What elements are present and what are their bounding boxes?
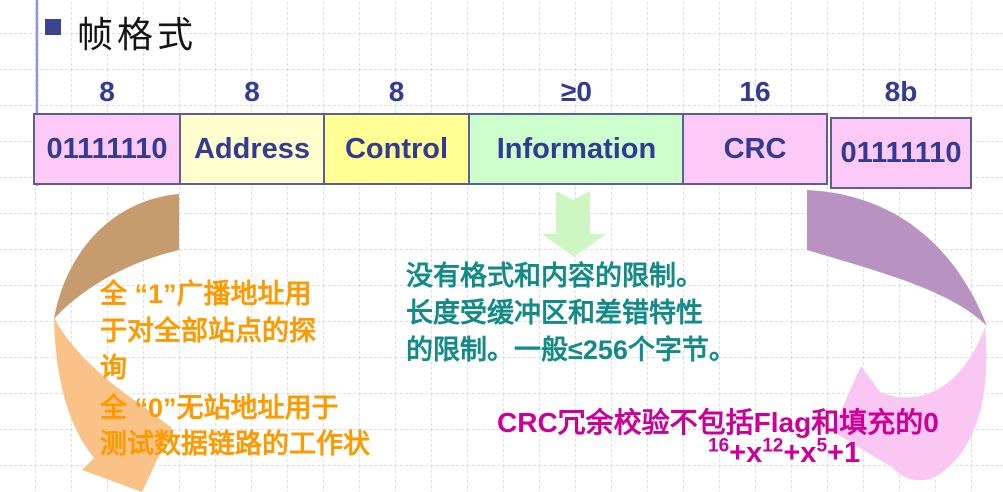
note-line: 全 “1”广播地址用 <box>100 279 312 309</box>
bit-width-label-control: 8 <box>388 76 405 107</box>
note-line: 于对全部站点的探 <box>100 316 316 346</box>
crc-coverage-note: CRC冗余校验不包括Flag和填充的0 <box>497 407 939 438</box>
curved-arrow-left-lower-icon <box>54 317 172 492</box>
poly-term: +x <box>729 437 763 469</box>
poly-exp: 5 <box>816 435 828 457</box>
poly-term: +x <box>783 437 817 469</box>
bit-width-label-flag-start: 8 <box>99 76 115 107</box>
frame-field-address: Address <box>179 113 325 185</box>
note-line: 全 “0”无站地址用于 <box>100 393 339 423</box>
crc-polynomial: 16+x12+x5+1 <box>708 435 861 470</box>
note-line: 的限制。一般≤256个字节。 <box>406 335 736 365</box>
bit-width-label-crc: 16 <box>739 76 771 107</box>
square-bullet-icon <box>45 19 61 35</box>
frame-field-information: Information <box>468 113 685 185</box>
poly-term: +1 <box>827 437 861 469</box>
curved-arrow-right-lower-icon <box>832 327 987 481</box>
down-arrow-icon <box>542 191 606 257</box>
no-station-address-note: 全 “0”无站地址用于 测试数据链路的工作状 <box>100 390 370 462</box>
curved-arrow-left-upper-icon <box>54 194 179 319</box>
note-line: 测试数据链路的工作状 <box>100 429 370 459</box>
bit-width-label-flag-end: 8b <box>884 76 918 107</box>
curved-arrow-right-upper-icon <box>807 190 987 326</box>
broadcast-address-note: 全 “1”广播地址用 于对全部站点的探 询 <box>100 276 316 387</box>
note-line: 询 <box>100 353 127 383</box>
page-title: 帧格式 <box>77 14 198 55</box>
poly-exp: 12 <box>762 435 784 457</box>
frame-field-flag-end: 01111110 <box>830 117 972 189</box>
bit-width-label-address: 8 <box>244 76 260 107</box>
frame-field-flag-start: 01111110 <box>33 113 181 185</box>
bit-width-label-information: ≥0 <box>561 76 592 107</box>
poly-exp: 16 <box>708 435 730 457</box>
note-line: 没有格式和内容的限制。 <box>406 261 703 291</box>
frame-field-crc: CRC <box>682 113 828 185</box>
information-limit-note: 没有格式和内容的限制。 长度受缓冲区和差错特性 的限制。一般≤256个字节。 <box>406 258 736 369</box>
note-line: 长度受缓冲区和差错特性 <box>406 298 703 328</box>
frame-field-control: Control <box>323 113 470 185</box>
